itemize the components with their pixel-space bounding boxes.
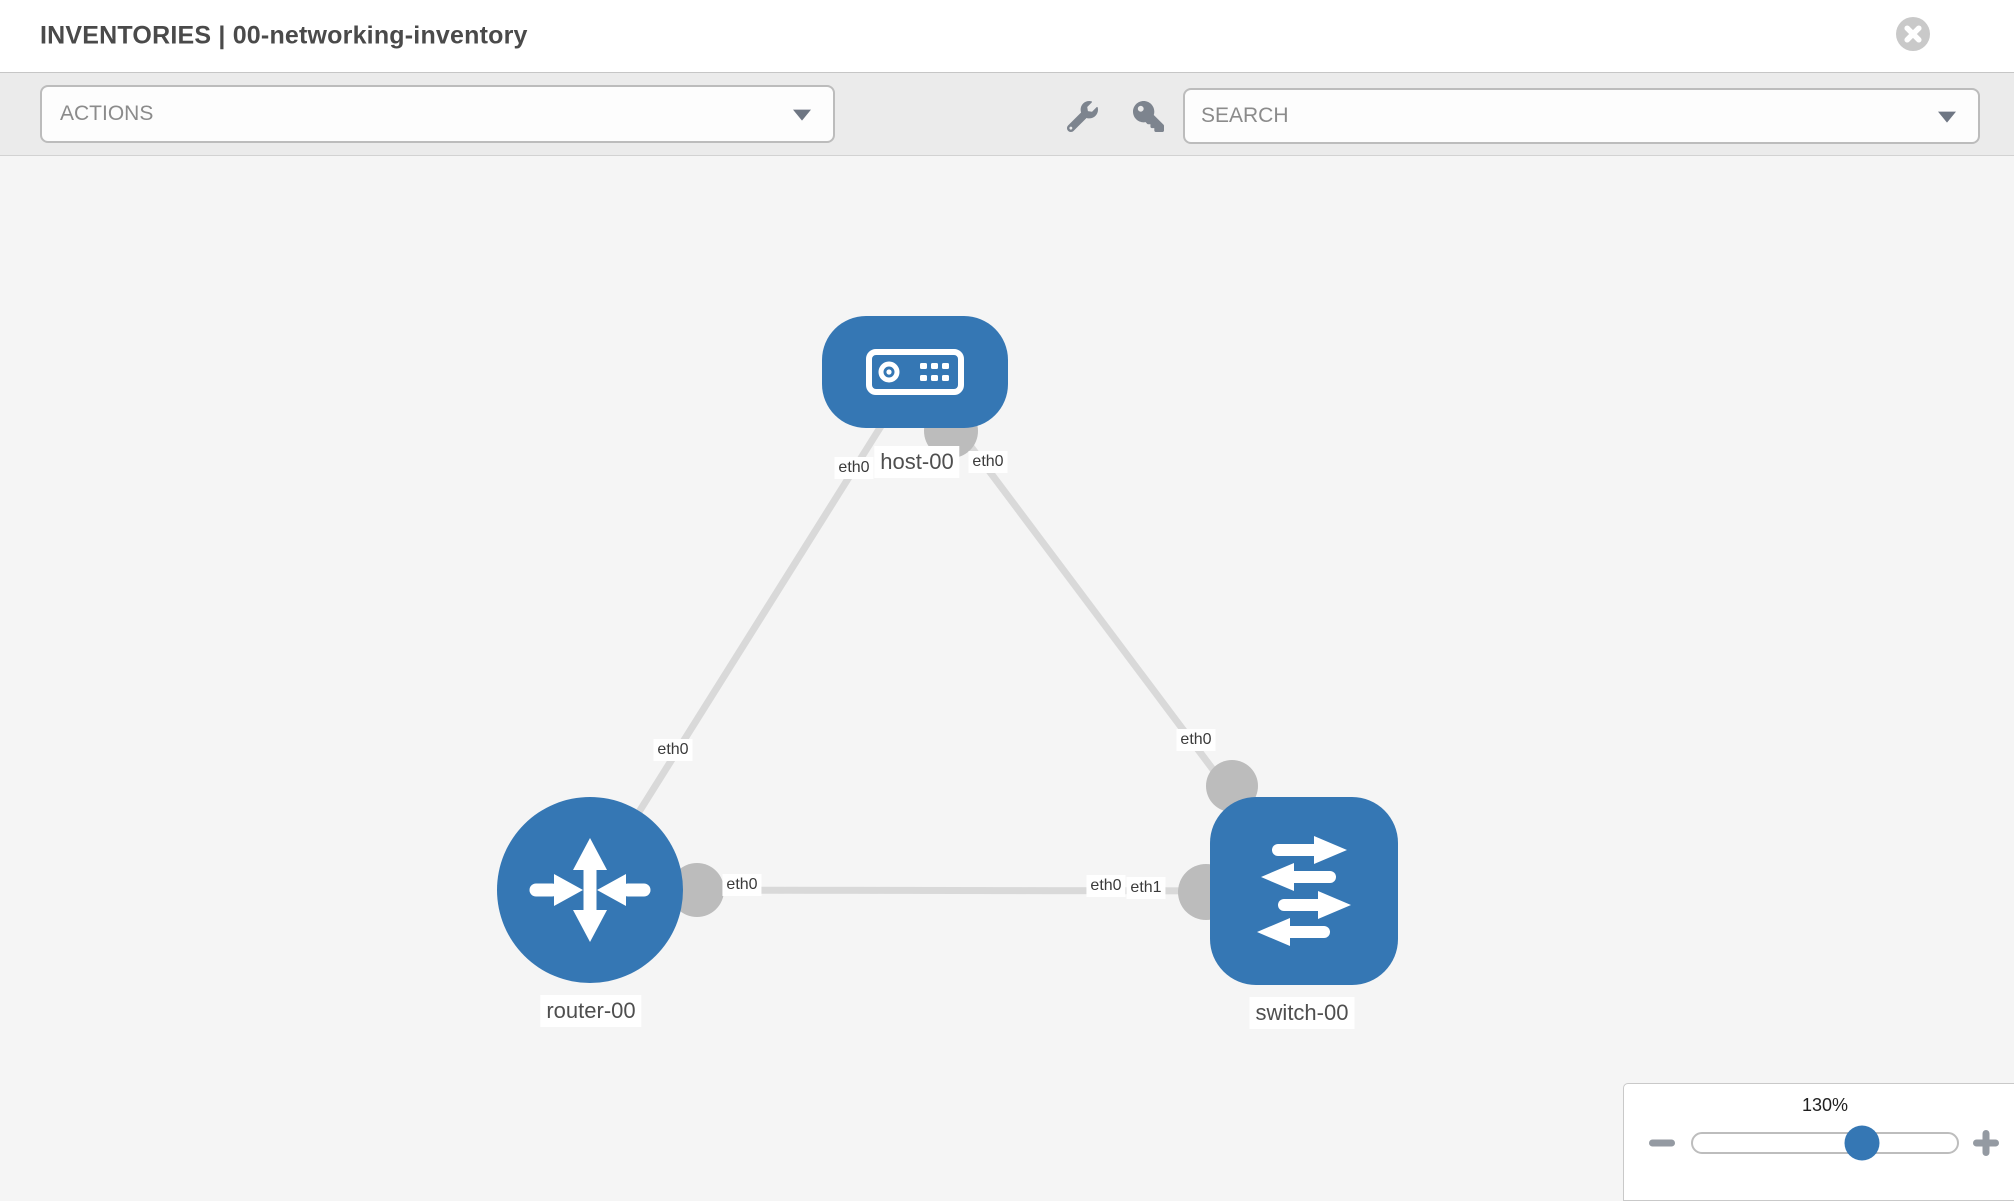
node-router-00[interactable] bbox=[497, 797, 683, 983]
router-icon bbox=[529, 838, 651, 942]
node-switch-00[interactable] bbox=[1210, 797, 1398, 985]
interface-port[interactable] bbox=[670, 863, 724, 917]
zoom-slider-track[interactable] bbox=[1691, 1125, 1959, 1161]
host-icon bbox=[866, 349, 964, 395]
toolbar: ACTIONS bbox=[0, 72, 2014, 156]
actions-dropdown[interactable]: ACTIONS bbox=[40, 85, 835, 143]
credentials-button[interactable] bbox=[1132, 101, 1164, 133]
zoom-panel: 130% bbox=[1623, 1083, 2014, 1201]
zoom-value: 130% bbox=[1801, 1095, 1849, 1115]
close-button[interactable] bbox=[1896, 17, 1930, 51]
header: INVENTORIES | 00-networking-inventory bbox=[0, 0, 2014, 72]
zoom-in-button[interactable] bbox=[1972, 1129, 2000, 1157]
search-input[interactable] bbox=[1201, 90, 1921, 142]
tools-button[interactable] bbox=[1066, 101, 1098, 133]
actions-dropdown-label: ACTIONS bbox=[60, 102, 154, 125]
plus-icon bbox=[1973, 1130, 1999, 1156]
node-host-00[interactable] bbox=[822, 316, 1008, 428]
zoom-out-button[interactable] bbox=[1648, 1129, 1676, 1157]
zoom-slider-knob[interactable] bbox=[1844, 1125, 1880, 1161]
minus-icon bbox=[1649, 1139, 1675, 1147]
chevron-down-icon bbox=[1938, 111, 1956, 123]
search-dropdown[interactable] bbox=[1183, 88, 1980, 144]
chevron-down-icon bbox=[793, 109, 811, 121]
circle-x-icon bbox=[1896, 17, 1930, 51]
switch-icon bbox=[1257, 836, 1351, 946]
key-icon bbox=[1132, 101, 1164, 132]
wrench-icon bbox=[1066, 101, 1098, 133]
page-title: INVENTORIES | 00-networking-inventory bbox=[40, 21, 528, 50]
